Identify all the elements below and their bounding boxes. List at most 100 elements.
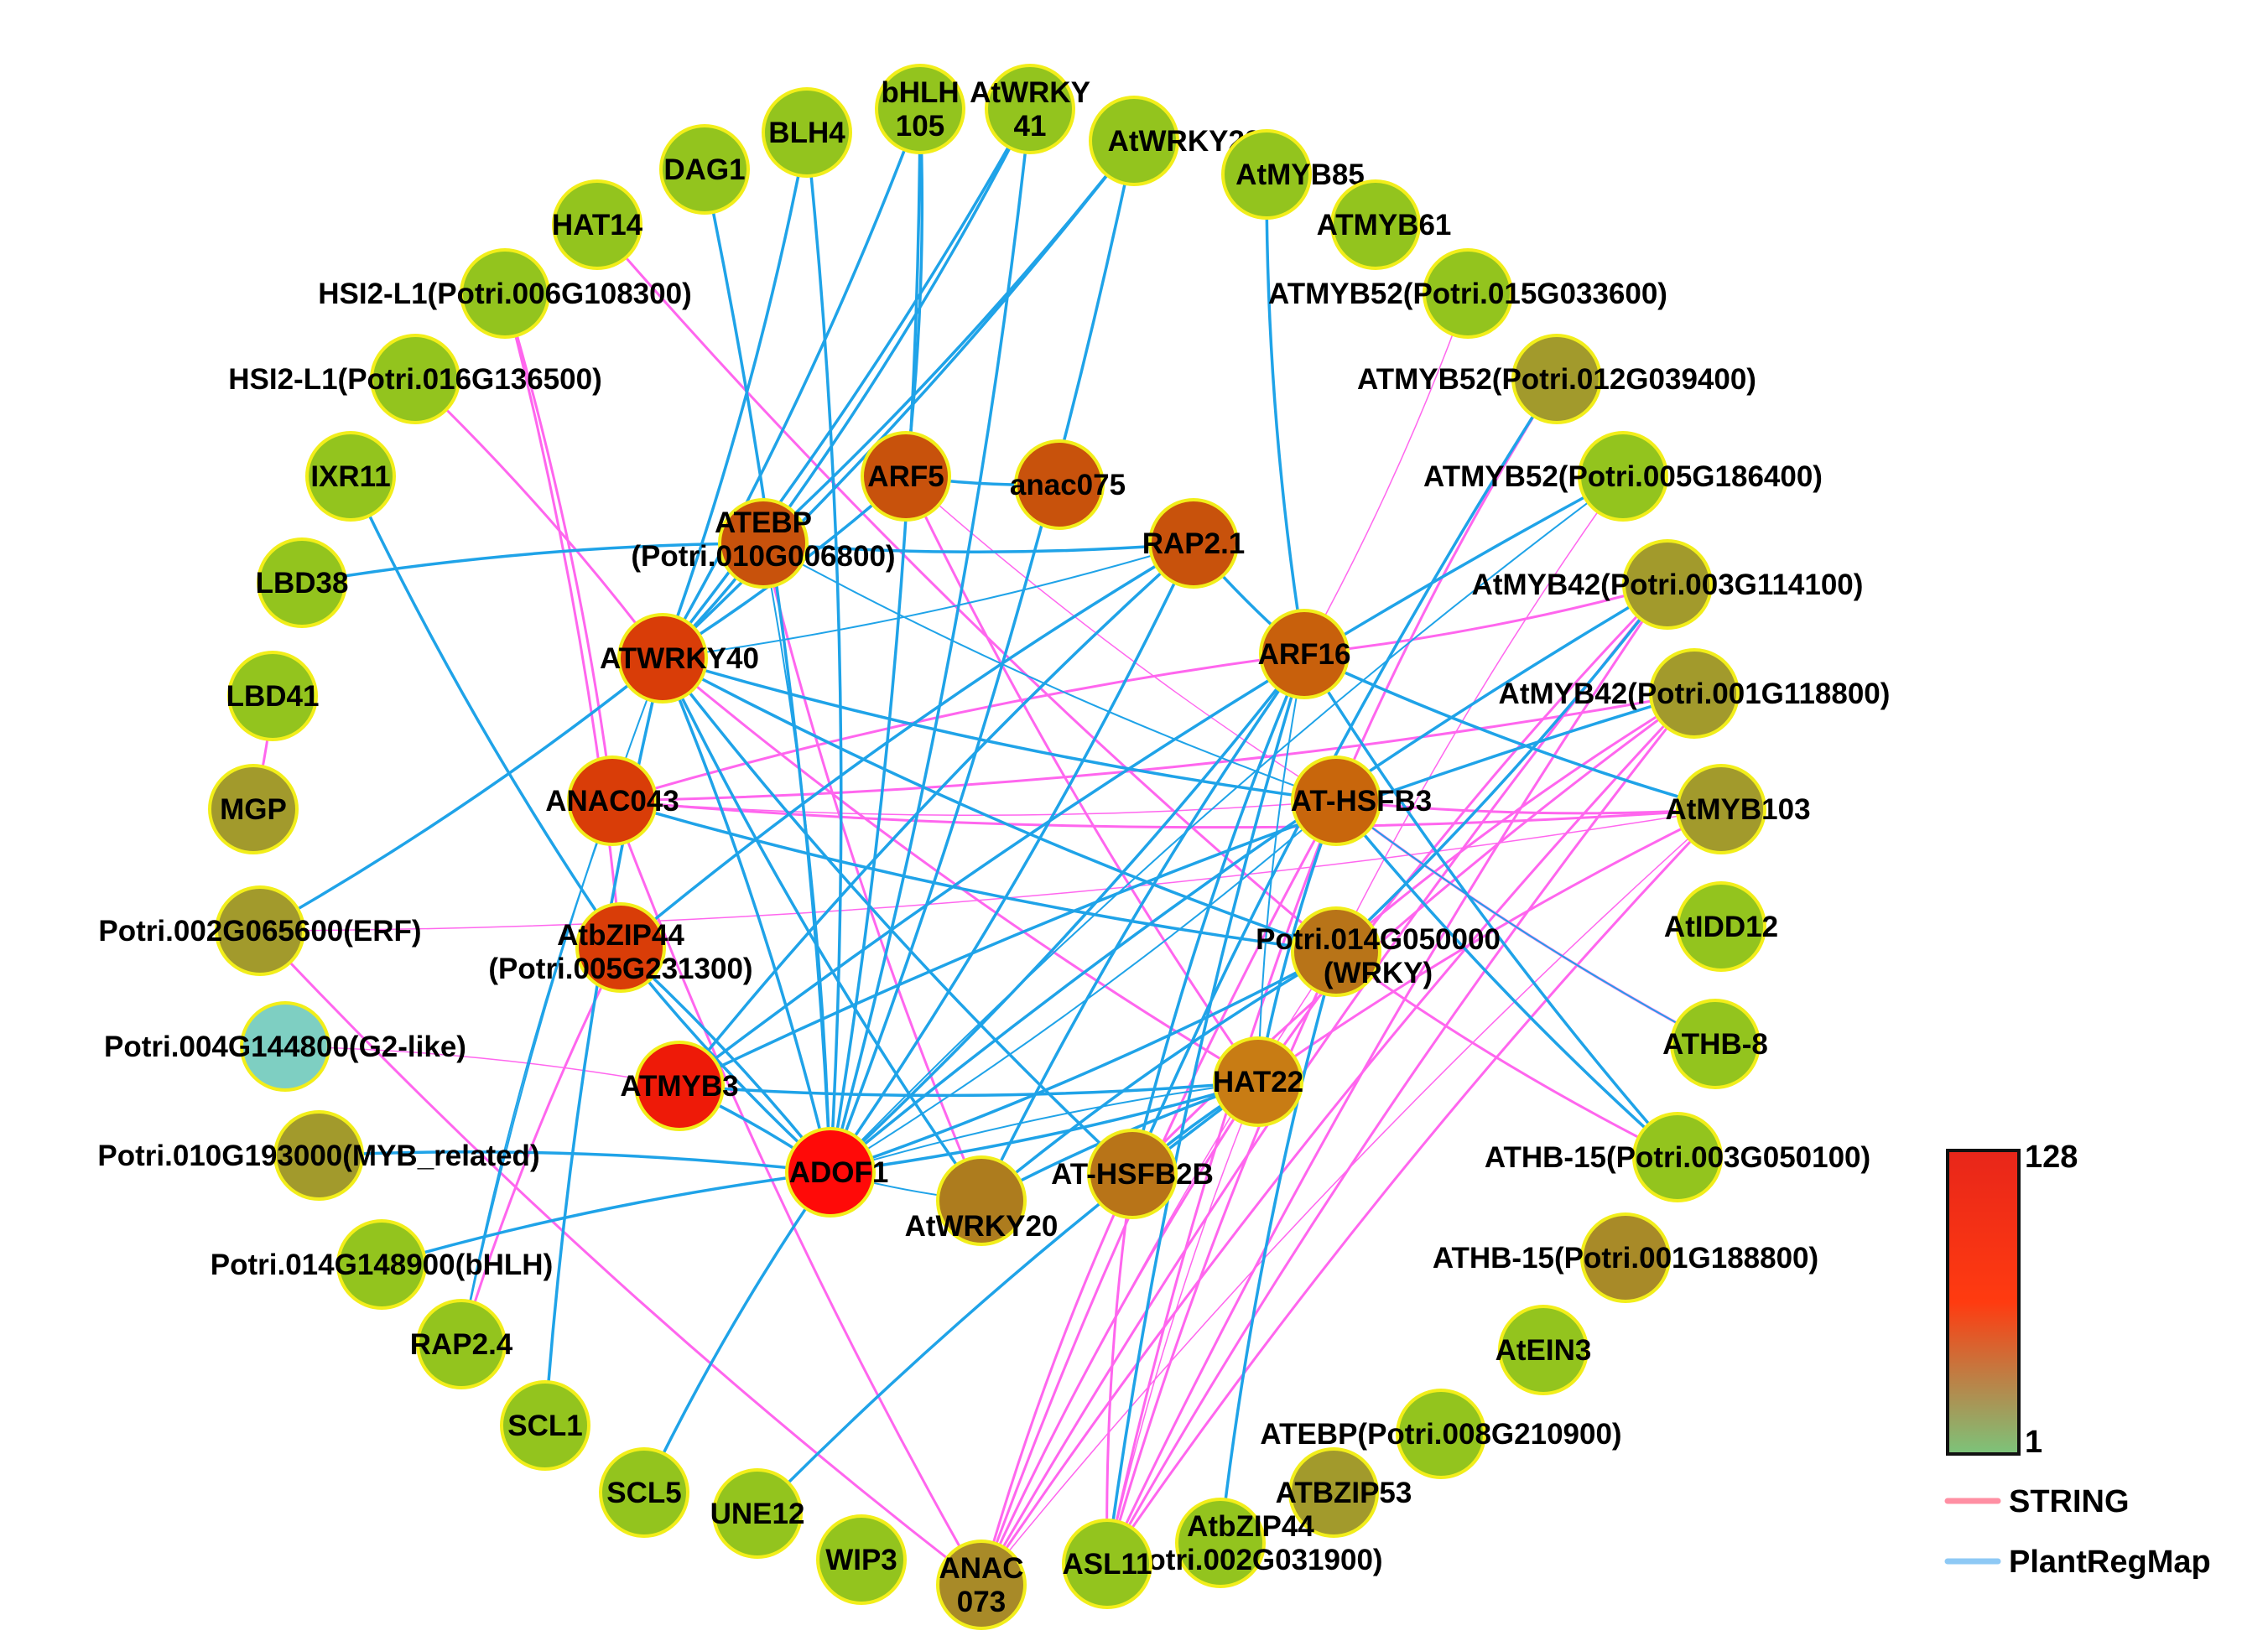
plantregmap-edge — [830, 475, 1624, 1173]
node-label: ATEBP(Potri.008G210900) — [1260, 1418, 1621, 1451]
gene-node[interactable]: AT-HSFB2B — [1051, 1129, 1214, 1219]
node-circle — [336, 1219, 427, 1310]
gene-node[interactable]: HAT22 — [1213, 1036, 1303, 1127]
gene-node[interactable]: AT-HSFB3 — [1291, 755, 1433, 846]
gene-node[interactable]: ADOF1 — [785, 1127, 888, 1218]
gene-node[interactable]: MGP — [208, 764, 299, 854]
gene-node[interactable]: LBD38 — [256, 537, 349, 628]
node-label: anac075 — [1010, 469, 1126, 501]
node-label: SCL5 — [606, 1477, 681, 1509]
gene-node[interactable]: RAP2.1 — [1142, 498, 1246, 589]
gene-node[interactable]: ATMYB52(Potri.015G033600) — [1268, 248, 1667, 339]
plantregmap-edge — [1219, 951, 1338, 1544]
gene-node[interactable]: anac075 — [1010, 439, 1126, 530]
string-edge — [1335, 475, 1624, 953]
gene-node[interactable]: AtMYB42(Potri.003G114100) — [1472, 539, 1864, 630]
plantregmap-edge — [661, 108, 1032, 660]
gene-node[interactable]: Potri.002G065600(ERF) — [98, 885, 422, 976]
node-label: HSI2-L1(Potri.006G108300) — [318, 278, 691, 310]
node-circle — [552, 179, 642, 270]
node-circle — [1396, 1389, 1486, 1479]
gene-node[interactable]: DAG1 — [659, 124, 750, 215]
string-edge — [1105, 951, 1338, 1565]
node-circle — [1089, 96, 1179, 186]
plantregmap-edge — [1335, 800, 1716, 1045]
node-circle — [816, 1514, 907, 1605]
plantregmap-edge — [318, 1150, 831, 1174]
node-circle — [936, 1155, 1027, 1246]
gene-node[interactable]: LBD41 — [226, 651, 320, 741]
string-edge — [503, 293, 622, 948]
node-label: MGP — [220, 793, 287, 826]
gene-node[interactable]: UNE12 — [710, 1468, 805, 1559]
node-label: (Potri.002G031900) — [1118, 1544, 1382, 1576]
scale-min-label: 1 — [2025, 1425, 2042, 1460]
gene-node[interactable]: RAP2.4 — [410, 1299, 513, 1389]
gene-node[interactable]: ATEBP(Potri.010G006800) — [631, 498, 896, 589]
node-circle — [1670, 999, 1761, 1089]
gene-node[interactable]: AtWRKY20 — [905, 1155, 1059, 1246]
gene-node[interactable]: HSI2-L1(Potri.006G108300) — [318, 248, 692, 339]
plantregmap-edge — [762, 542, 1194, 553]
string-edge — [980, 1173, 1134, 1586]
node-circle — [1423, 248, 1513, 339]
gene-node[interactable]: ATBZIP53 — [1276, 1447, 1412, 1538]
gene-node[interactable]: AtMYB103 — [1665, 764, 1811, 854]
node-circle — [1580, 1212, 1671, 1303]
gene-node[interactable]: ATMYB3 — [620, 1041, 739, 1131]
node-circle — [1330, 179, 1421, 270]
node-label: HAT22 — [1213, 1066, 1303, 1098]
node-circle — [875, 64, 965, 154]
node-label: ANAC — [939, 1552, 1023, 1585]
node-label: ATBZIP53 — [1276, 1477, 1412, 1509]
gene-node[interactable]: AtbZIP44(Potri.002G031900) — [1118, 1498, 1383, 1588]
plantregmap-edge — [980, 652, 1306, 1202]
plantregmap-edge — [805, 132, 843, 1173]
gene-node[interactable]: Potri.014G148900(bHLH) — [211, 1219, 553, 1310]
gene-node[interactable]: ARF16 — [1258, 609, 1351, 699]
gene-node[interactable]: ATMYB61 — [1317, 179, 1452, 270]
node-circle — [1213, 1036, 1303, 1127]
gene-node[interactable]: SCL1 — [500, 1380, 590, 1471]
gene-node[interactable]: Potri.010G193000(MYB_related) — [97, 1110, 540, 1201]
gene-node[interactable]: AtEIN3 — [1496, 1305, 1592, 1395]
gene-node[interactable]: ATMYB52(Potri.012G039400) — [1357, 334, 1756, 424]
gene-node[interactable]: HSI2-L1(Potri.016G136500) — [228, 334, 602, 424]
gene-node[interactable]: ATMYB52(Potri.005G186400) — [1423, 431, 1823, 522]
node-circle — [617, 613, 708, 704]
gene-node[interactable]: ATWRKY40 — [600, 613, 759, 704]
gene-node[interactable]: ASL11 — [1062, 1519, 1152, 1609]
gene-node[interactable]: ATHB-8 — [1662, 999, 1768, 1089]
node-label: (Potri.005G231300) — [488, 953, 752, 985]
node-circle — [861, 431, 951, 522]
gene-node[interactable]: SCL5 — [599, 1447, 689, 1538]
node-circle — [1676, 764, 1766, 854]
gene-node[interactable]: ATEBP(Potri.008G210900) — [1260, 1389, 1622, 1479]
plantregmap-edge — [460, 657, 663, 1345]
node-label: ATMYB61 — [1317, 209, 1452, 241]
string-edge — [980, 692, 1696, 1586]
gene-node[interactable]: Potri.004G144800(G2-like) — [104, 1001, 466, 1092]
gene-node[interactable]: ANAC043 — [545, 755, 679, 846]
node-circle — [1175, 1498, 1266, 1588]
gene-node[interactable]: AtIDD12 — [1664, 881, 1778, 972]
gene-node[interactable]: Potri.014G050000(WRKY) — [1256, 906, 1501, 997]
plantregmap-edge — [642, 1171, 832, 1493]
gene-node[interactable]: AtMYB85 — [1221, 129, 1365, 220]
gene-node[interactable]: IXR11 — [305, 431, 396, 522]
gene-node[interactable]: ATHB-15(Potri.001G188800) — [1433, 1212, 1818, 1303]
gene-node[interactable]: WIP3 — [816, 1514, 907, 1605]
gene-node[interactable]: ATHB-15(Potri.003G050100) — [1485, 1112, 1870, 1202]
gene-node[interactable]: AtMYB42(Potri.001G118800) — [1499, 648, 1891, 739]
string-edge — [1335, 950, 1678, 1159]
string-edge — [611, 800, 983, 1586]
gene-node[interactable]: BLH4 — [762, 87, 852, 178]
gene-node[interactable]: HAT14 — [552, 179, 643, 270]
gene-node[interactable]: AtbZIP44(Potri.005G231300) — [488, 902, 753, 993]
gene-node[interactable]: ARF5 — [861, 431, 951, 522]
node-label: 41 — [1014, 110, 1047, 143]
